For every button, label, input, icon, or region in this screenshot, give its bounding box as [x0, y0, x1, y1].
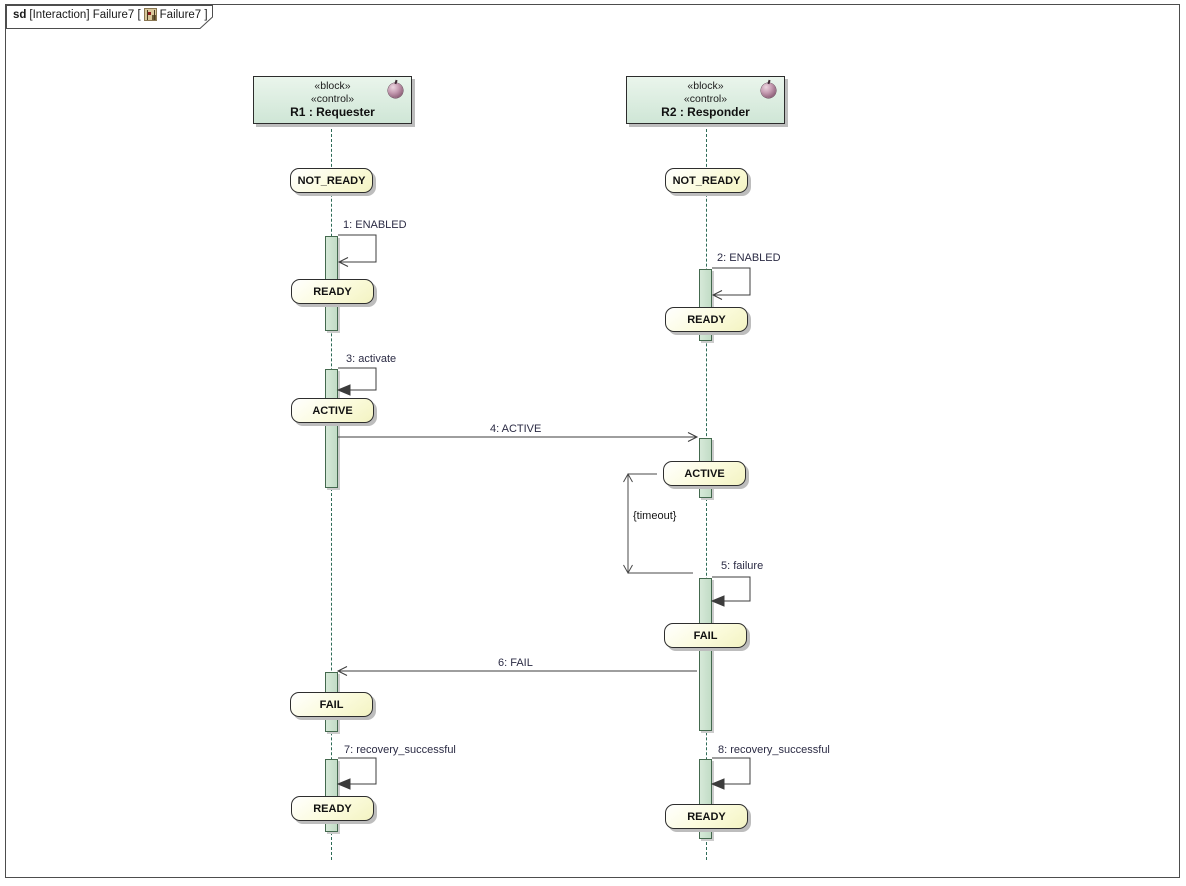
stereotype-control: «control» [683, 92, 728, 105]
control-sphere-icon [388, 83, 403, 98]
state-r2-fail[interactable]: FAIL [664, 623, 747, 648]
state-r1-not-ready[interactable]: NOT_READY [290, 168, 373, 193]
diagram-title-tab: sd [Interaction] Failure7 [ Failure7 ] [6, 5, 220, 29]
activation-bar-r1-2[interactable] [325, 369, 338, 488]
frame-keyword: sd [13, 8, 27, 21]
frame-context: [Interaction] Failure7 [ [29, 8, 141, 21]
stereotype-control: «control» [310, 92, 355, 105]
message-label-7[interactable]: 7: recovery_successful [344, 744, 456, 756]
stereotype-block: «block» [687, 79, 724, 92]
state-label: READY [313, 802, 352, 815]
state-label: NOT_READY [672, 174, 741, 187]
message-label-4[interactable]: 4: ACTIVE [490, 423, 542, 435]
message-label-3[interactable]: 3: activate [346, 353, 397, 365]
state-label: ACTIVE [312, 404, 353, 417]
lifeline-line-r1[interactable] [331, 124, 332, 860]
lifeline-name: R2 : Responder [661, 105, 750, 120]
state-label: FAIL [319, 698, 344, 711]
state-r2-not-ready[interactable]: NOT_READY [665, 168, 748, 193]
duration-constraint-label[interactable]: {timeout} [633, 510, 677, 522]
message-label-5[interactable]: 5: failure [721, 560, 764, 572]
state-r2-active[interactable]: ACTIVE [663, 461, 746, 486]
state-r1-active[interactable]: ACTIVE [291, 398, 374, 423]
message-label-6[interactable]: 6: FAIL [498, 657, 533, 669]
state-r2-ready-1[interactable]: READY [665, 307, 748, 332]
message-label-8[interactable]: 8: recovery_successful [718, 744, 830, 756]
lifeline-head-r2[interactable]: «block» «control» R2 : Responder [626, 76, 785, 124]
state-label: NOT_READY [297, 174, 366, 187]
sequence-diagram-icon [143, 8, 157, 21]
state-label: READY [313, 285, 352, 298]
message-label-1[interactable]: 1: ENABLED [343, 219, 407, 231]
lifeline-head-r1[interactable]: «block» «control» R1 : Requester [253, 76, 412, 124]
activation-bar-r2-3[interactable] [699, 578, 712, 731]
state-label: READY [687, 313, 726, 326]
state-r1-ready-1[interactable]: READY [291, 279, 374, 304]
state-r1-fail[interactable]: FAIL [290, 692, 373, 717]
lifeline-name: R1 : Requester [290, 105, 375, 120]
diagram-frame: sd [Interaction] Failure7 [ Failure7 ] «… [5, 4, 1180, 878]
control-sphere-icon [761, 83, 776, 98]
state-r1-ready-2[interactable]: READY [291, 796, 374, 821]
stereotype-block: «block» [314, 79, 351, 92]
state-label: READY [687, 810, 726, 823]
state-label: ACTIVE [684, 467, 725, 480]
tab-outline [6, 5, 213, 29]
state-r2-ready-2[interactable]: READY [665, 804, 748, 829]
frame-diagram-ref: Failure7 ] [159, 8, 208, 21]
state-label: FAIL [693, 629, 718, 642]
message-label-2[interactable]: 2: ENABLED [717, 252, 781, 264]
